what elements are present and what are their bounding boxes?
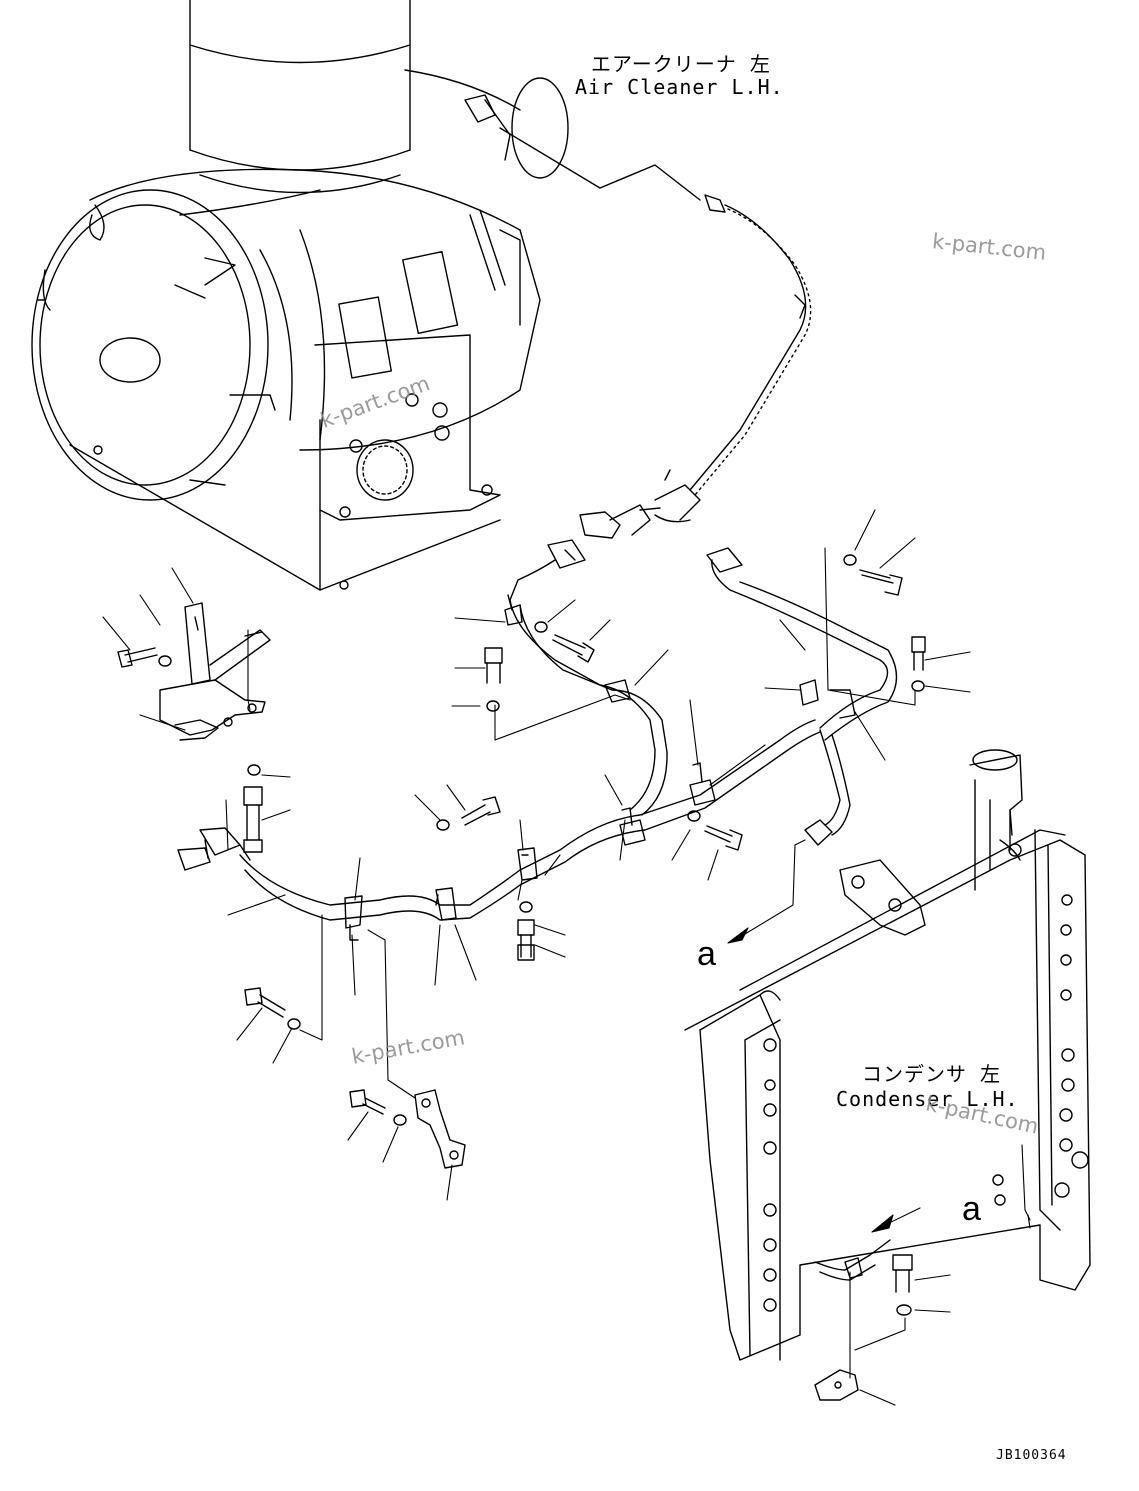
brackets <box>160 603 858 1400</box>
condenser-assembly <box>685 750 1090 1360</box>
fasteners <box>118 555 925 1315</box>
air-cleaner-sensor-lead <box>500 128 811 538</box>
air-cleaner-label-jp: エアークリーナ 左 <box>591 52 771 76</box>
main-wire-harness <box>178 540 897 940</box>
drawing-code: JB100364 <box>996 1448 1067 1463</box>
leader-lines <box>103 510 1030 1405</box>
air-cleaner-assembly <box>32 0 568 590</box>
view-reference-a-lower: a <box>962 1190 981 1228</box>
condenser-label-jp: コンデンサ 左 <box>862 1062 1002 1086</box>
view-reference-a-upper: a <box>697 935 716 973</box>
air-cleaner-label-en: Air Cleaner L.H. <box>575 75 784 99</box>
condenser-label-en: Condenser L.H. <box>836 1087 1019 1111</box>
